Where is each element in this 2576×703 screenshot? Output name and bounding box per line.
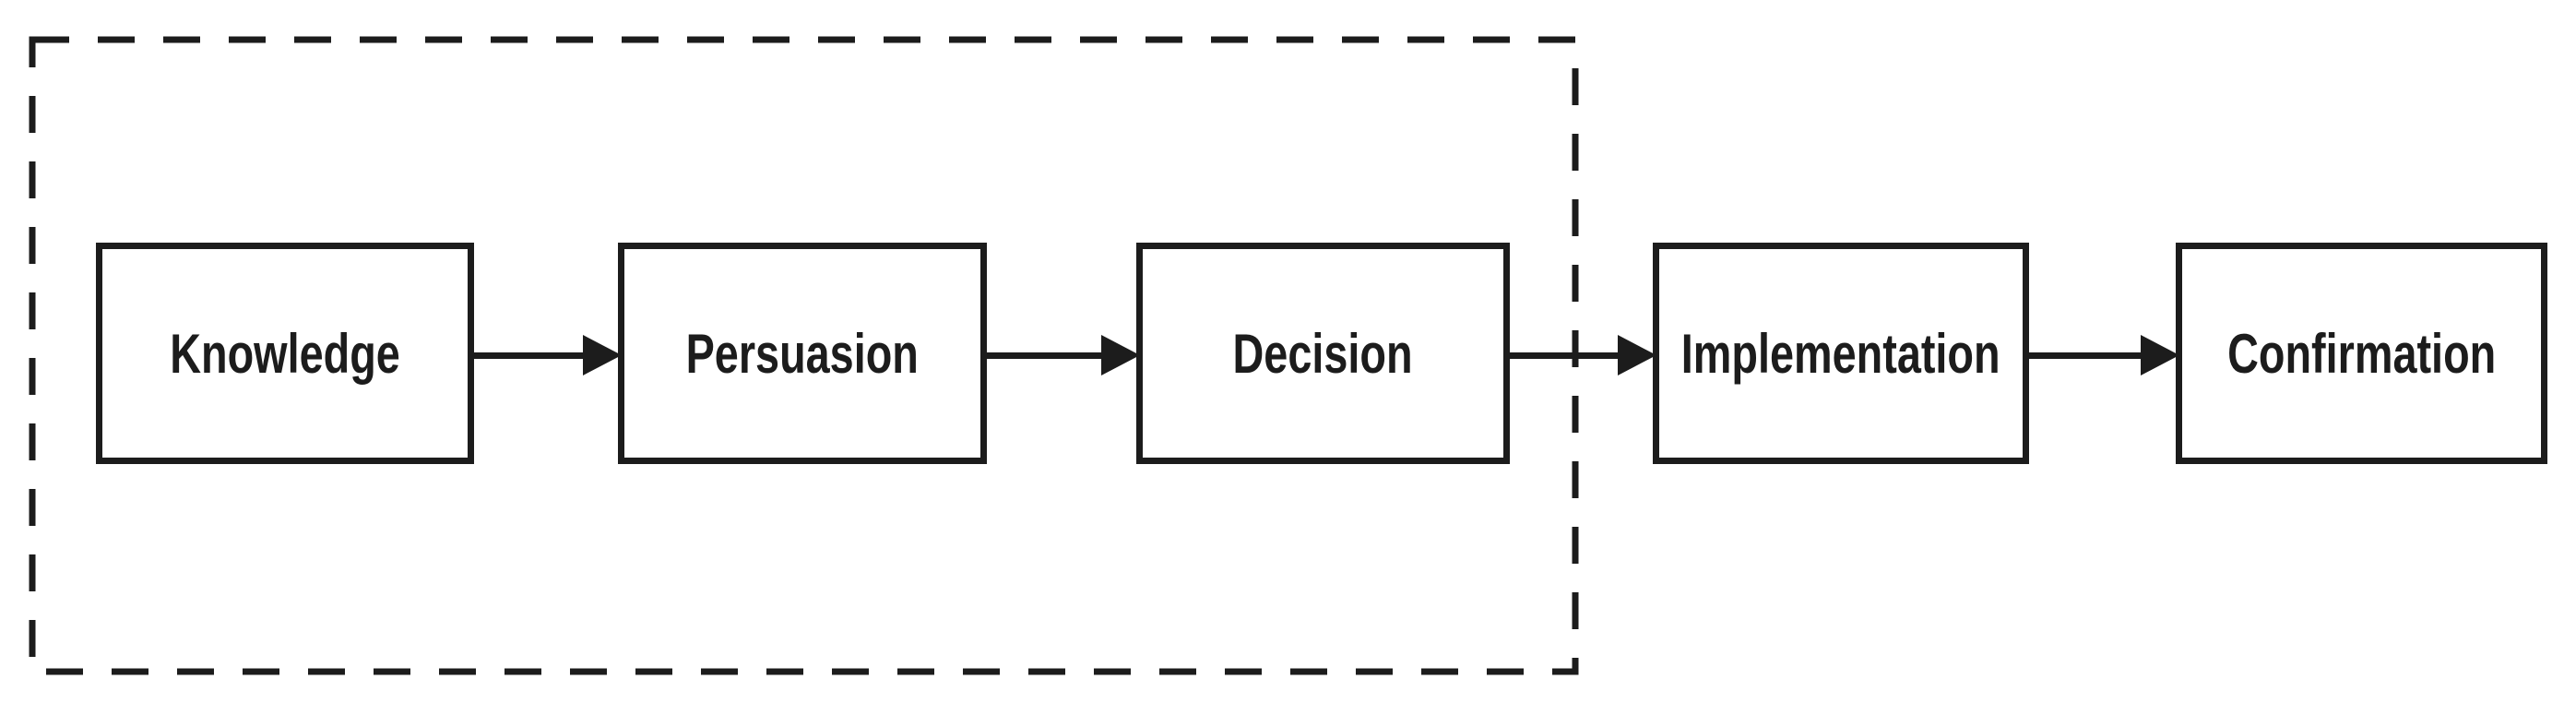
stage-box-decision: Decision: [1136, 243, 1510, 464]
arrowhead-right-icon: [1101, 335, 1140, 375]
arrow-shaft: [1506, 352, 1631, 359]
arrow-shaft: [983, 352, 1114, 359]
stage-label-persuasion: Persuasion: [685, 322, 920, 385]
stage-label-knowledge: Knowledge: [170, 322, 400, 385]
stage-box-knowledge: Knowledge: [96, 243, 474, 464]
arrow-knowledge-to-persuasion: [470, 335, 622, 375]
arrow-decision-to-implementation: [1506, 335, 1656, 375]
stage-box-confirmation: Confirmation: [2176, 243, 2547, 464]
stage-label-implementation: Implementation: [1681, 322, 2000, 385]
arrowhead-right-icon: [1618, 335, 1656, 375]
stage-label-decision: Decision: [1232, 322, 1414, 385]
arrow-shaft: [470, 352, 596, 359]
arrow-shaft: [2025, 352, 2154, 359]
arrow-implementation-to-confirmation: [2025, 335, 2179, 375]
stage-box-implementation: Implementation: [1653, 243, 2029, 464]
arrowhead-right-icon: [583, 335, 622, 375]
arrow-persuasion-to-decision: [983, 335, 1140, 375]
arrowhead-right-icon: [2141, 335, 2179, 375]
stage-box-persuasion: Persuasion: [618, 243, 987, 464]
stage-label-confirmation: Confirmation: [2226, 322, 2497, 385]
